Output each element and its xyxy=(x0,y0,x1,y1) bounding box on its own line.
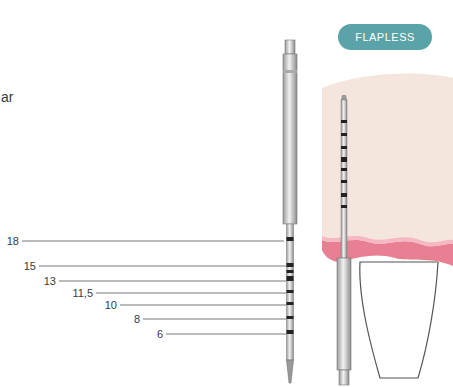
depth-number: 13 xyxy=(44,275,56,287)
drill-right xyxy=(337,95,351,385)
depth-number: 6 xyxy=(157,328,163,340)
depth-number: 10 xyxy=(105,299,117,311)
leader-lines xyxy=(22,241,286,334)
drill-left xyxy=(283,40,297,383)
tooth-illustration xyxy=(322,73,453,378)
badge-text: FLAPLESS xyxy=(355,31,415,43)
depth-number: 8 xyxy=(134,313,140,325)
cut-off-text: ar xyxy=(1,89,13,105)
depth-number: 15 xyxy=(24,260,36,272)
depth-number: 18 xyxy=(7,235,19,247)
mode-badge: FLAPLESS xyxy=(338,24,432,50)
depth-number: 11,5 xyxy=(72,287,93,299)
